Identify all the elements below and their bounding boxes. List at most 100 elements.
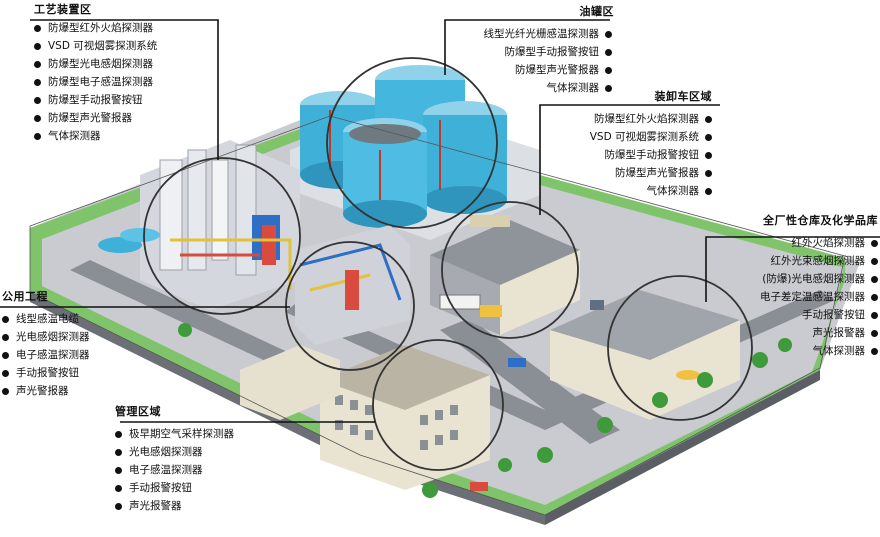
item-label: 线型光纤光栅感温探测器 — [483, 28, 600, 40]
zone-admin: 管理区域 极早期空气采样探测器 光电感烟探测器 电子感温探测器 手动报警按钮 声… — [115, 403, 234, 515]
item-label: (防爆)光电感烟探测器 — [762, 273, 865, 285]
list-item: VSD 可视烟雾探测系统 — [590, 128, 712, 146]
item-label: 防爆型手动报警按钮 — [48, 94, 143, 106]
list-item: 气体探测器 — [34, 127, 157, 145]
zone-title: 工艺装置区 — [34, 3, 92, 16]
list-item: 极早期空气采样探测器 — [115, 425, 234, 443]
item-label: 手动报警按钮 — [802, 309, 865, 321]
list-item: 防爆型电子感温探测器 — [34, 73, 157, 91]
zone-title: 油罐区 — [579, 5, 614, 18]
bullet-icon — [34, 96, 41, 104]
item-label: 光电感烟探测器 — [129, 446, 203, 458]
item-label: 红外火焰探测器 — [791, 237, 866, 249]
list-item: 光电感烟探测器 — [115, 443, 234, 461]
list-item: 声光警报器 — [2, 382, 90, 400]
bullet-icon — [2, 369, 9, 377]
list-item: 气体探测器 — [484, 79, 612, 97]
process-circle — [143, 157, 301, 315]
item-label: 防爆型声光警报器 — [615, 167, 699, 179]
item-label: 电子差定温感温探测器 — [760, 291, 865, 303]
bullet-icon — [605, 66, 612, 74]
list-item: 光电感烟探测器 — [2, 328, 90, 346]
bullet-icon — [2, 351, 9, 359]
zone-title: 全厂性仓库及化学品库 — [763, 214, 878, 227]
tank-area — [290, 65, 540, 240]
list-item: 红外光束感烟探测器 — [760, 252, 878, 270]
item-label: 红外光束感烟探测器 — [770, 255, 866, 267]
list-item: 防爆型手动报警按钮 — [590, 146, 712, 164]
zone-title: 管理区域 — [115, 405, 161, 418]
tank-circle — [326, 57, 498, 229]
list-item: 手动报警按钮 — [760, 306, 878, 324]
list-item: 红外火焰探测器 — [760, 234, 878, 252]
item-label: VSD 可视烟雾探测系统 — [48, 40, 158, 52]
list-item: 防爆型手动报警按钮 — [484, 43, 612, 61]
item-label: 防爆型声光警报器 — [48, 112, 132, 124]
list-item: 声光报警器 — [115, 497, 234, 515]
bullet-icon — [705, 115, 712, 123]
item-label: 光电感烟探测器 — [16, 331, 90, 343]
item-label: 气体探测器 — [546, 82, 600, 94]
zone-title: 装卸车区域 — [654, 90, 712, 103]
item-label: 防爆型红外火焰探测器 — [48, 22, 153, 34]
bullet-icon — [871, 329, 878, 337]
utility-circle — [285, 241, 415, 371]
utility-area — [295, 225, 410, 345]
item-label: 手动报警按钮 — [16, 367, 79, 379]
item-label: 极早期空气采样探测器 — [129, 428, 234, 440]
bullet-icon — [2, 333, 9, 341]
list-item: 气体探测器 — [590, 182, 712, 200]
list-item: 线型感温电缆 — [2, 310, 90, 328]
vehicles — [470, 358, 526, 491]
item-label: 电子感温探测器 — [129, 464, 203, 476]
list-item: 线型光纤光栅感温探测器 — [483, 25, 612, 43]
list-item: 手动报警按钮 — [115, 479, 234, 497]
bullet-icon — [2, 387, 9, 395]
item-label: 线型感温电缆 — [16, 313, 79, 325]
bullet-icon — [115, 502, 122, 510]
list-item: 电子感温探测器 — [115, 461, 234, 479]
loading-area — [430, 215, 580, 335]
list-item: 电子感温探测器 — [2, 346, 90, 364]
item-label: 防爆型声光警报器 — [515, 64, 599, 76]
warehouse-circle — [607, 275, 753, 421]
item-label: 气体探测器 — [646, 185, 700, 197]
bullet-icon — [2, 315, 9, 323]
bullet-icon — [705, 133, 712, 141]
list-item: 电子差定温感温探测器 — [760, 288, 878, 306]
bullet-icon — [705, 187, 712, 195]
list-item: 防爆型声光警报器 — [590, 164, 712, 182]
zone-loading: 装卸车区域 防爆型红外火焰探测器 VSD 可视烟雾探测系统 防爆型手动报警按钮 … — [590, 88, 712, 200]
bullet-icon — [605, 30, 612, 38]
list-item: 防爆型声光警报器 — [484, 61, 612, 79]
list-item: 防爆型红外火焰探测器 — [34, 19, 157, 37]
list-item: 防爆型红外火焰探测器 — [590, 110, 712, 128]
bullet-icon — [34, 60, 41, 68]
item-label: 气体探测器 — [812, 345, 866, 357]
item-label: 声光报警器 — [812, 327, 866, 339]
item-label: 电子感温探测器 — [16, 349, 90, 361]
zone-utility: 公用工程 线型感温电缆 光电感烟探测器 电子感温探测器 手动报警按钮 声光警报器 — [2, 288, 90, 400]
trees — [178, 323, 792, 498]
list-item: 声光报警器 — [760, 324, 878, 342]
admin-circle — [372, 339, 504, 471]
bullet-icon — [871, 275, 878, 283]
bullet-icon — [705, 151, 712, 159]
bullet-icon — [115, 448, 122, 456]
bullet-icon — [115, 466, 122, 474]
item-label: 防爆型红外火焰探测器 — [594, 113, 699, 125]
bullet-icon — [871, 239, 878, 247]
item-label: VSD 可视烟雾探测系统 — [589, 131, 699, 143]
bullet-icon — [34, 114, 41, 122]
bullet-icon — [871, 347, 878, 355]
bullet-icon — [871, 293, 878, 301]
zone-title: 公用工程 — [2, 290, 48, 303]
fence — [29, 115, 846, 516]
zone-warehouse: 全厂性仓库及化学品库 红外火焰探测器 红外光束感烟探测器 (防爆)光电感烟探测器… — [760, 212, 878, 360]
bullet-icon — [605, 48, 612, 56]
bullet-icon — [705, 169, 712, 177]
list-item: 手动报警按钮 — [2, 364, 90, 382]
admin-area — [240, 345, 490, 490]
zone-process: 工艺装置区 防爆型红外火焰探测器 VSD 可视烟雾探测系统 防爆型光电感烟探测器… — [34, 1, 157, 145]
